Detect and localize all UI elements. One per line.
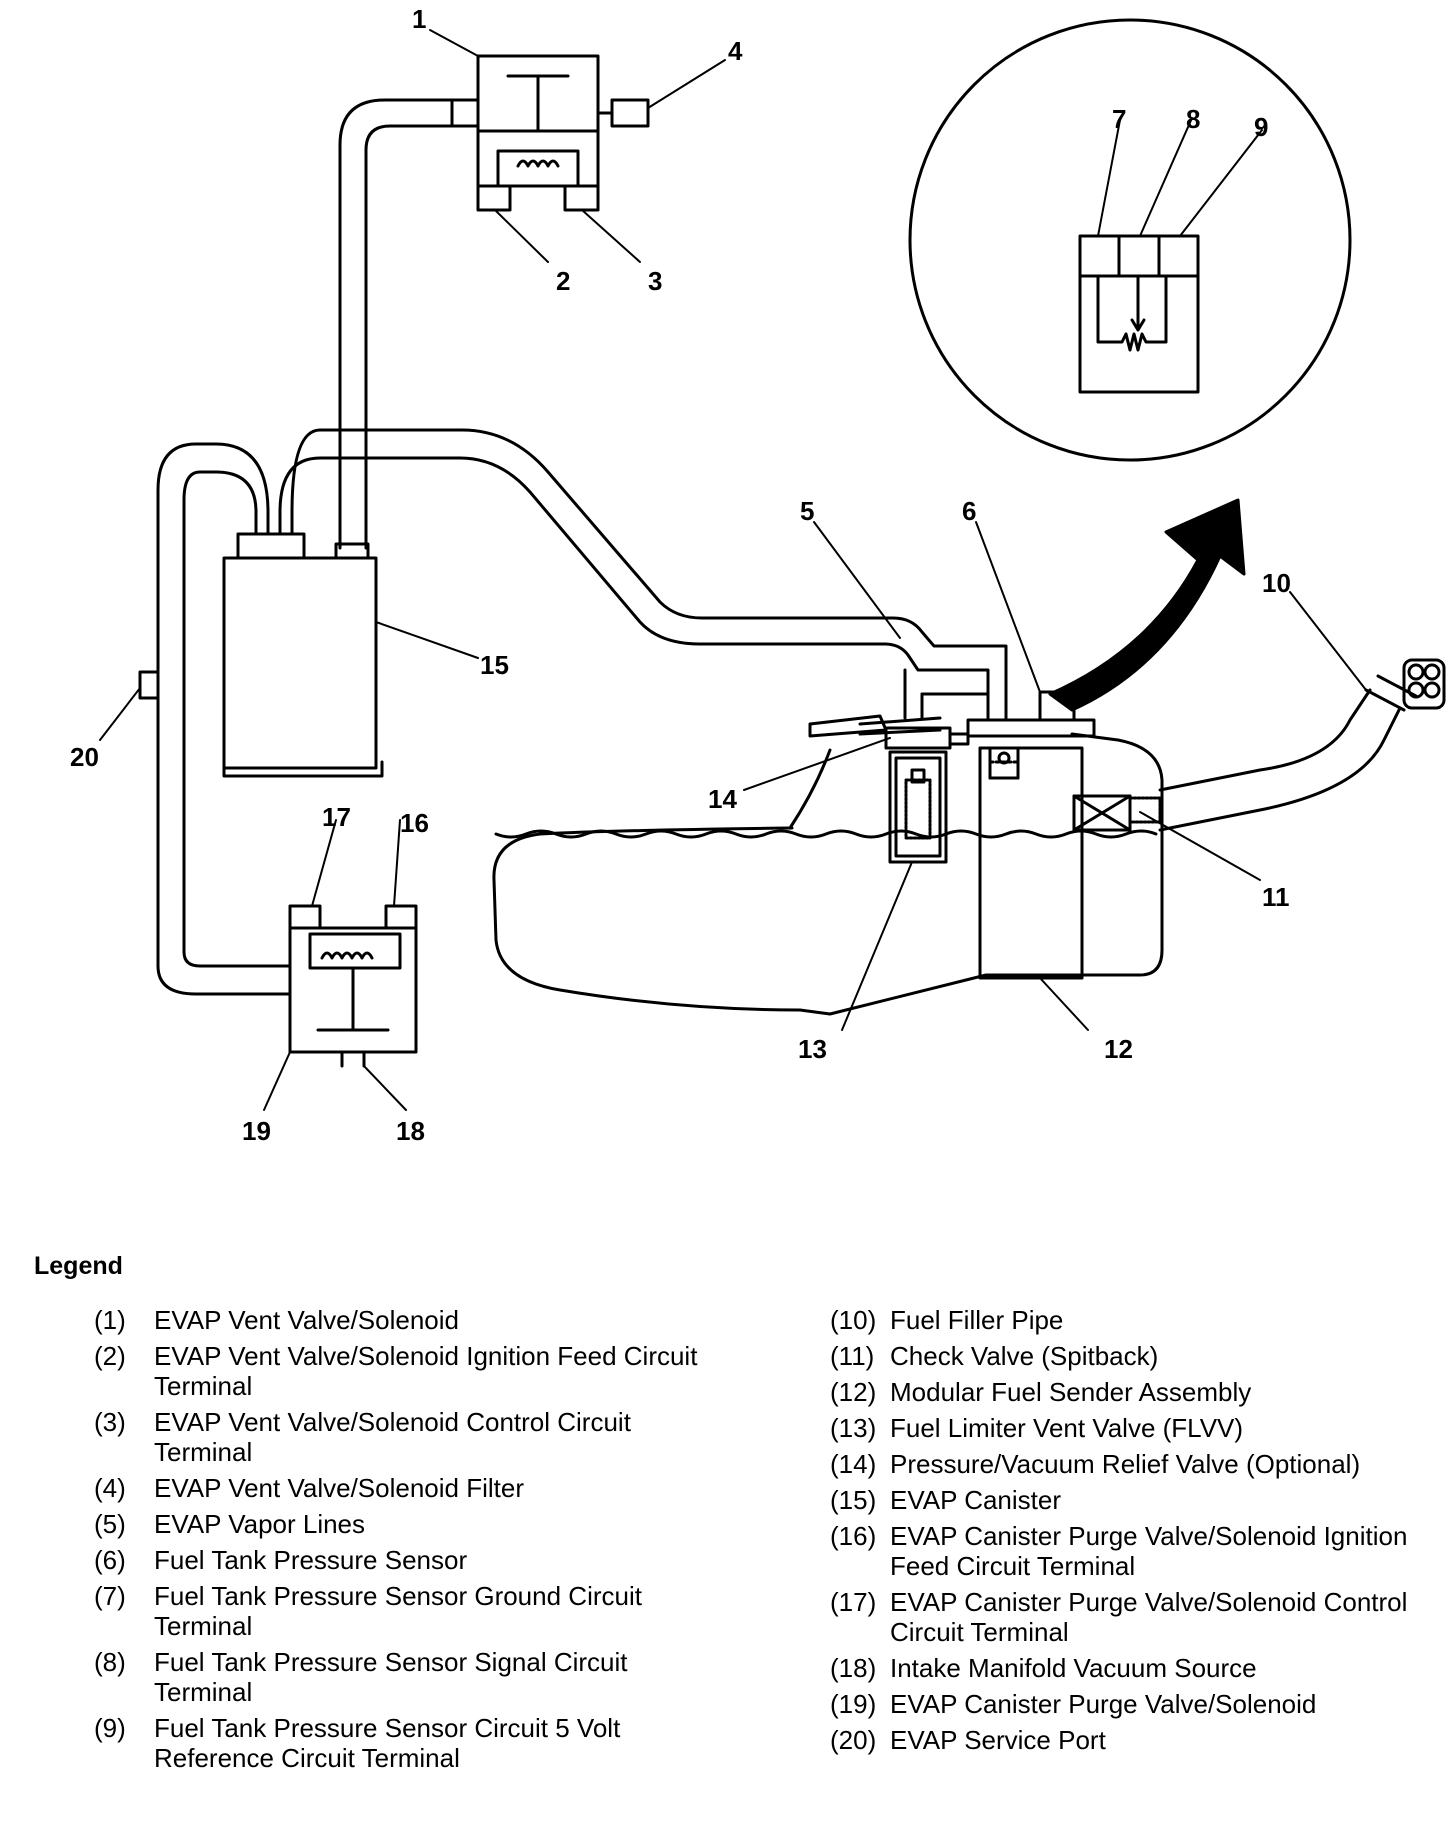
legend-item: (15) EVAP Canister [830,1485,1450,1515]
legend-text: Modular Fuel Sender Assembly [890,1377,1252,1407]
callout-13: 13 [798,1034,827,1064]
callout-8: 8 [1186,104,1200,134]
callout-5: 5 [800,496,814,526]
legend-text: Fuel Limiter Vent Valve (FLVV) [890,1413,1244,1443]
callout-12: 12 [1104,1034,1133,1064]
callout-20: 20 [70,742,99,772]
legend-text: EVAP Canister Purge Valve/Solenoid Contr… [890,1587,1408,1647]
legend-code: (7) [94,1581,126,1611]
legend-item: (6) Fuel Tank Pressure Sensor [94,1545,714,1575]
legend-left-column: (1) EVAP Vent Valve/Solenoid (2) EVAP Vent… [94,1305,714,1779]
legend-code: (10) [830,1305,877,1335]
legend-text: EVAP Canister Purge Valve/Solenoid [890,1689,1317,1719]
callout-3: 3 [648,266,662,296]
legend-code: (14) [830,1449,877,1479]
evap-canister [222,510,384,778]
legend-text: EVAP Vent Valve/Solenoid Control Circuit… [154,1407,631,1467]
legend-text: EVAP Vent Valve/Solenoid Filter [154,1473,524,1503]
legend-text: Pressure/Vacuum Relief Valve (Optional) [890,1449,1361,1479]
legend-item: (5) EVAP Vapor Lines [94,1509,714,1539]
legend-code: (8) [94,1647,126,1677]
callout-19: 19 [242,1116,271,1146]
legend-code: (19) [830,1689,877,1719]
legend-item: (8) Fuel Tank Pressure Sensor Signal Circ… [94,1647,714,1707]
vapor-line [278,428,1008,720]
detail-arrow [1048,498,1246,712]
evap-system-diagram: 1 2 3 4 5 6 7 8 9 10 11 12 13 14 15 16 1… [70,4,1446,1146]
legend-item: (13) Fuel Limiter Vent Valve (FLVV) [830,1413,1450,1443]
legend-text: EVAP Vent Valve/Solenoid Ignition Feed C… [154,1341,698,1401]
legend-text: Fuel Tank Pressure Sensor [154,1545,468,1575]
callout-9: 9 [1254,112,1268,142]
callout-17: 17 [322,802,351,832]
pressure-sensor-detail [908,18,1352,462]
legend-text: EVAP Vent Valve/Solenoid [154,1305,459,1335]
fuel-tank [492,732,1164,1016]
legend-item: (11) Check Valve (Spitback) [830,1341,1450,1371]
callout-16: 16 [400,808,429,838]
callout-4: 4 [728,36,743,66]
legend-text: Fuel Filler Pipe [890,1305,1064,1335]
fuel-filler-pipe [1072,658,1446,832]
modular-fuel-sender [966,690,1096,980]
legend-code: (13) [830,1413,877,1443]
legend-code: (2) [94,1341,126,1371]
legend-code: (20) [830,1725,877,1755]
fuel-limiter-vent-valve [808,714,970,864]
legend-text: Fuel Tank Pressure Sensor Signal Circuit… [154,1647,628,1707]
legend-code: (17) [830,1587,877,1617]
callout-11: 11 [1262,882,1290,912]
callout-6: 6 [962,496,976,526]
legend-code: (11) [830,1341,875,1371]
legend-code: (12) [830,1377,877,1407]
legend-item: (18) Intake Manifold Vacuum Source [830,1653,1450,1683]
callout-7: 7 [1112,104,1126,134]
legend-code: (3) [94,1407,126,1437]
legend-text: Check Valve (Spitback) [890,1341,1159,1371]
legend-code: (18) [830,1653,877,1683]
legend-code: (15) [830,1485,877,1515]
legend-code: (4) [94,1473,126,1503]
legend-title: Legend [34,1252,123,1280]
legend-text: EVAP Service Port [890,1725,1106,1755]
purge-line [138,442,292,996]
legend-code: (6) [94,1545,126,1575]
vent-line [338,98,480,550]
legend-item: (17) EVAP Canister Purge Valve/Solenoid C… [830,1587,1450,1647]
evap-canister-purge-solenoid [288,904,418,1068]
callout-18: 18 [396,1116,425,1146]
legend-text: EVAP Canister Purge Valve/Solenoid Ignit… [890,1521,1408,1581]
legend-text: Fuel Tank Pressure Sensor Ground Circuit… [154,1581,642,1641]
legend-right-column: (10) Fuel Filler Pipe (11) Check Valve (Sp… [830,1305,1450,1761]
legend-item: (12) Modular Fuel Sender Assembly [830,1377,1450,1407]
legend-text: Fuel Tank Pressure Sensor Circuit 5 Volt… [154,1713,621,1773]
legend-code: (16) [830,1521,877,1551]
evap-vent-solenoid [476,54,650,212]
legend-item: (7) Fuel Tank Pressure Sensor Ground Circ… [94,1581,714,1641]
legend-code: (5) [94,1509,126,1539]
legend-code: (1) [94,1305,126,1335]
callout-numbers: 1 2 3 4 5 6 7 8 9 10 11 12 13 14 15 16 1… [70,4,1291,1146]
legend-item: (2) EVAP Vent Valve/Solenoid Ignition Fee… [94,1341,714,1401]
callout-2: 2 [556,266,570,296]
legend-text: Intake Manifold Vacuum Source [890,1653,1257,1683]
legend-item: (4) EVAP Vent Valve/Solenoid Filter [94,1473,714,1503]
legend-item: (20) EVAP Service Port [830,1725,1450,1755]
legend-text: EVAP Vapor Lines [154,1509,366,1539]
legend-item: (14) Pressure/Vacuum Relief Valve (Option… [830,1449,1450,1479]
legend-item: (9) Fuel Tank Pressure Sensor Circuit 5 V… [94,1713,714,1773]
callout-1: 1 [412,4,426,34]
legend-item: (3) EVAP Vent Valve/Solenoid Control Circ… [94,1407,714,1467]
legend-item: (1) EVAP Vent Valve/Solenoid [94,1305,714,1335]
legend-code: (9) [94,1713,126,1743]
leader-lines [99,29,1367,1111]
callout-10: 10 [1262,568,1291,598]
legend-text: EVAP Canister [890,1485,1062,1515]
legend-item: (10) Fuel Filler Pipe [830,1305,1450,1335]
legend-item: (16) EVAP Canister Purge Valve/Solenoid I… [830,1521,1450,1581]
callout-14: 14 [708,784,737,814]
callout-15: 15 [480,650,509,680]
legend-item: (19) EVAP Canister Purge Valve/Solenoid [830,1689,1450,1719]
